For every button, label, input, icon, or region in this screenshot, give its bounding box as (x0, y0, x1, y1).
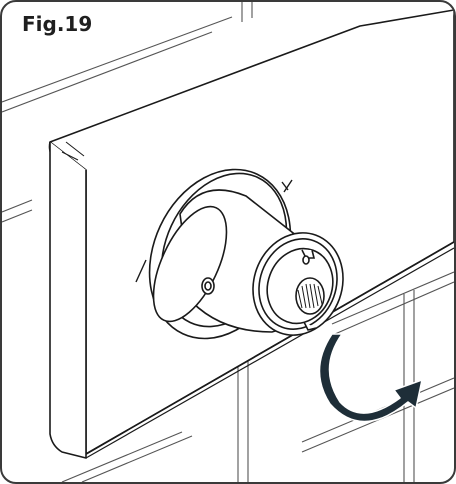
splined-spindle (295, 255, 325, 315)
rotation-arrow-icon (318, 333, 423, 423)
cartridge-valve (148, 168, 344, 340)
figure-label: Fig.19 (22, 12, 93, 36)
temperature-marks (135, 179, 293, 283)
